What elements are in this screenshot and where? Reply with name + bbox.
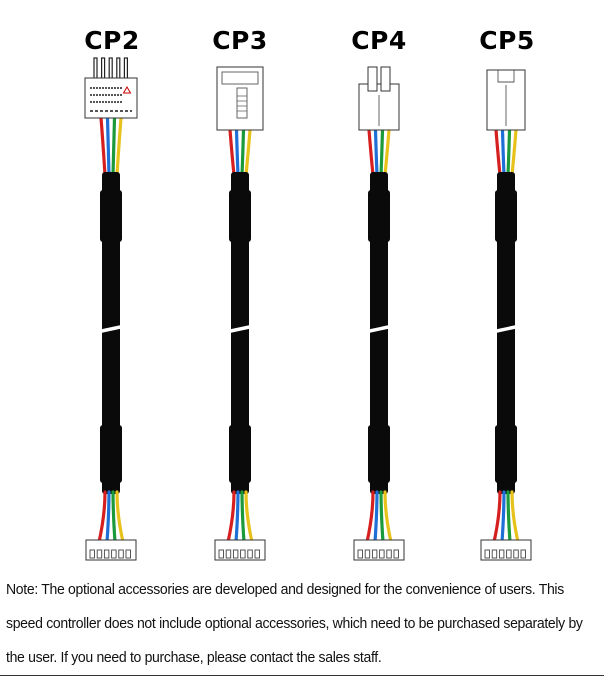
cp3-bottom-pin-slot [218, 549, 224, 559]
cp4-latch-left [367, 66, 378, 92]
cp2-bottom-wire-2 [105, 490, 111, 544]
cp4-sleeve-upper [368, 190, 390, 242]
cp5-bottom-pin-slot [498, 549, 505, 559]
cp3-bottom-wire-3 [240, 490, 246, 544]
cp3-sleeve-upper [229, 190, 251, 242]
cp4-break-mark [364, 324, 394, 334]
cp3-bottom-pin-slot [225, 549, 232, 559]
cp5-top-wire-3 [506, 128, 512, 177]
cp5-top-wire-1 [494, 128, 502, 177]
cp2-top-wire-4 [115, 116, 123, 177]
cp2-header-pin [108, 57, 113, 81]
cp2-bottom-pin-slot [103, 549, 110, 559]
cp2-label: CP2 [84, 26, 140, 55]
bottom-divider [0, 675, 604, 676]
cp2-bottom-pin-slot [111, 549, 117, 559]
cp4-bottom-pin-slot [379, 549, 385, 559]
note-line-1: Note: The optional accessories are devel… [6, 581, 564, 598]
cp5-bottom-wire-3 [506, 490, 512, 544]
cp4-bottom-wire-1 [365, 490, 375, 544]
cp2-bottom-pin-slot [125, 549, 131, 559]
cp4-sleeve-lower [368, 425, 390, 483]
cp4-label: CP4 [351, 26, 407, 55]
cp5-break-mark [491, 324, 521, 334]
cp2-top-wire-3 [111, 116, 117, 177]
cp4-bottom-wire-2 [373, 490, 379, 544]
cp2-bottom-pin-slot [118, 549, 124, 559]
cp2-header-pin [100, 57, 106, 81]
cp3-bottom-wire-4 [244, 490, 254, 544]
cp4-bottom-pin-slot [393, 549, 399, 559]
cp3-latch [221, 71, 259, 85]
cp3-break-mark [225, 324, 255, 334]
cp4-bottom-pin-slot [386, 549, 392, 559]
cp4-bottom-pin-slot [364, 549, 371, 559]
cp4-latch-right [380, 66, 391, 92]
cp5-bottom-wire-4 [510, 490, 520, 544]
cp2-sleeve-lower [100, 425, 122, 483]
cp5-sleeve-upper [495, 190, 517, 242]
cp3-label: CP3 [212, 26, 268, 55]
cp2-sleeve-upper [100, 190, 122, 242]
cp5-bottom-wire-1 [492, 490, 502, 544]
cp3-top-wire-2 [234, 128, 240, 177]
cp2-bottom-pin-slot [96, 549, 103, 559]
cp2-bottom-wire-4 [115, 490, 125, 544]
note-text: Note: The optional accessories are devel… [6, 573, 583, 675]
cp4-bottom-pin-slot [371, 549, 378, 559]
cp4-top-wire-4 [383, 128, 391, 177]
cp4-cable [370, 172, 388, 494]
cp2-header-pin [116, 57, 121, 81]
cp5-top-wire-2 [500, 128, 506, 177]
cp5-latch [497, 70, 515, 83]
cp3-bottom-wire-1 [226, 490, 236, 544]
cp3-top-wire-3 [240, 128, 246, 177]
cp3-bottom-pin-slot [247, 549, 253, 559]
cp3-latch-slot [236, 87, 248, 119]
cp3-bottom-pin-slot [254, 549, 260, 559]
cp5-bottom-pin-slot [506, 549, 512, 559]
cp5-bottom-pin-slot [513, 549, 519, 559]
cp3-cable [231, 172, 249, 494]
cp5-bottom-pin-slot [484, 549, 490, 559]
cp2-top-wire-1 [99, 116, 107, 177]
cables-illustration [84, 57, 532, 561]
note-line-3: the user. If you need to purchase, pleas… [6, 649, 382, 666]
cp5-bottom-pin-slot [491, 549, 498, 559]
cp2-cable [102, 172, 120, 494]
cp3-bottom-pin-slot [232, 549, 239, 559]
cp5-bottom-wire-2 [500, 490, 506, 544]
cp3-bottom-pin-slot [240, 549, 246, 559]
cp4-bottom-wire-3 [379, 490, 385, 544]
cp4-top-wire-2 [373, 128, 379, 177]
cp2-break-mark [96, 324, 126, 334]
cp4-bottom-wire-4 [383, 490, 393, 544]
cp2-bottom-pin-slot [89, 549, 95, 559]
cp3-top-wire-4 [244, 128, 252, 177]
cp5-label: CP5 [479, 26, 535, 55]
note-line-2: speed controller does not include option… [6, 615, 583, 632]
cp4-bottom-pin-slot [357, 549, 363, 559]
cp2-bottom-wire-3 [111, 490, 117, 544]
cp5-top-wire-4 [510, 128, 518, 177]
cp2-header-pin [123, 57, 129, 81]
cp2-bottom-wire-1 [97, 490, 107, 544]
cp2-warning-icon [122, 86, 132, 94]
cp2-top-wire-2 [105, 116, 111, 177]
cp3-sleeve-lower [229, 425, 251, 483]
cp2-header-pin [93, 57, 98, 81]
cp5-cable [497, 172, 515, 494]
cp5-bottom-pin-slot [520, 549, 526, 559]
cp4-top-wire-1 [367, 128, 375, 177]
cp3-bottom-wire-2 [234, 490, 240, 544]
cp5-sleeve-lower [495, 425, 517, 483]
cp4-top-wire-3 [379, 128, 385, 177]
cp3-top-wire-1 [228, 128, 236, 177]
